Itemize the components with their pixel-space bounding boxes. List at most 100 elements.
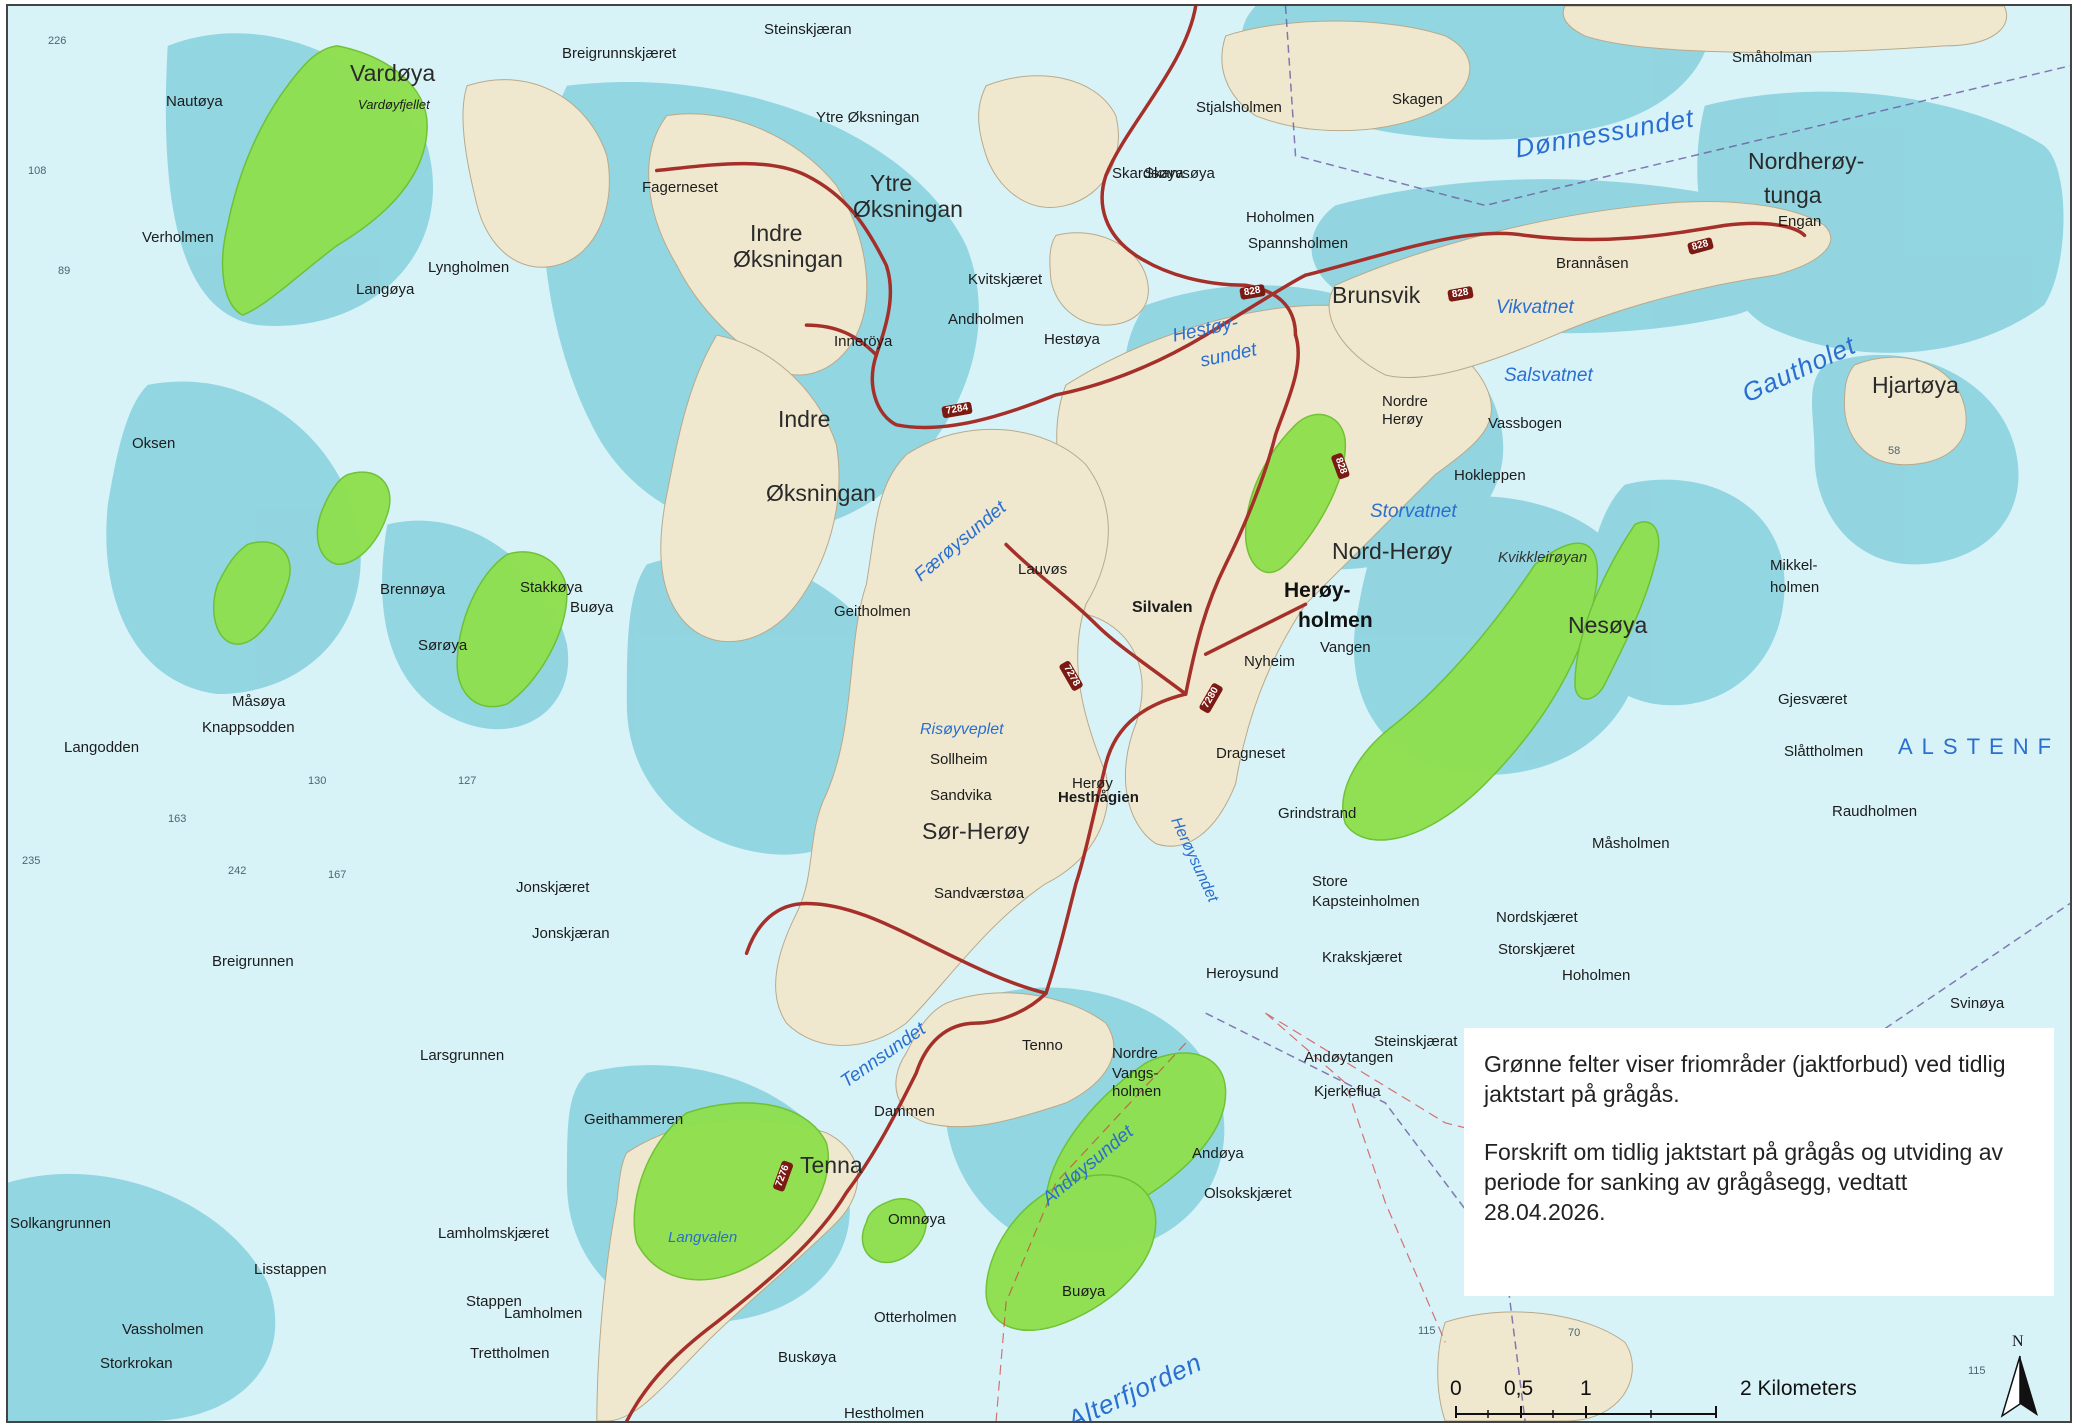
place-label: Nordherøy- (1748, 148, 1865, 174)
place-label: Nord-Herøy (1332, 538, 1453, 564)
scale-tick-label: 0,5 (1504, 1377, 1534, 1400)
place-label: Kjerkeflua (1314, 1083, 1381, 1100)
place-label: Geithammeren (584, 1111, 684, 1128)
place-label: Herøy (1072, 775, 1113, 792)
place-label: Lisstappen (254, 1261, 327, 1278)
depth-sounding: 70 (1568, 1327, 1581, 1339)
place-label: Nordre (1382, 393, 1428, 410)
place-label: Larsgrunnen (420, 1047, 505, 1064)
depth-sounding: 89 (58, 265, 71, 277)
place-label: Raudholmen (1832, 803, 1918, 820)
place-label: Måsholmen (1592, 835, 1670, 852)
place-label: Lamholmskjæret (438, 1225, 549, 1242)
place-label: Sandvika (930, 787, 992, 804)
water-label: Storvatnet (1370, 501, 1457, 522)
depth-sounding: 130 (308, 775, 327, 787)
place-label: Vardøyfjellet (358, 97, 430, 112)
place-label: Krakskjæret (1322, 949, 1403, 966)
place-label: Vassholmen (122, 1321, 204, 1338)
place-label: Sørøya (418, 637, 468, 654)
place-label: Lamholmen (504, 1305, 583, 1322)
place-label: Hesthågien (1058, 789, 1139, 806)
water-label: Risøyveplet (920, 721, 1004, 738)
place-label: Gjesværet (1778, 691, 1848, 708)
place-label: holmen (1770, 579, 1820, 596)
place-label: Heroysund (1206, 965, 1279, 982)
place-label: Engan (1778, 213, 1822, 230)
place-label: Fagerneset (642, 179, 718, 196)
depth-sounding: 115 (1968, 1365, 1986, 1377)
depth-sounding: 108 (28, 165, 47, 177)
depth-sounding: 242 (228, 865, 247, 877)
place-label: Dragneset (1216, 745, 1286, 762)
place-label: Slåttholmen (1784, 743, 1864, 760)
place-label: Store (1312, 873, 1348, 890)
place-label: Andøytangen (1304, 1049, 1394, 1066)
place-label: Herøy (1382, 411, 1423, 428)
place-label: Mikkel- (1770, 557, 1818, 574)
north-arrow-glyph (2000, 1355, 2038, 1418)
place-label: Grindstrand (1278, 805, 1357, 822)
place-label: Solkangrunnen (10, 1215, 111, 1232)
place-label: Nordre (1112, 1045, 1158, 1062)
place-label: Ytre (870, 170, 913, 196)
place-label: Nautøya (166, 93, 223, 110)
place-label: Hjartøya (1872, 372, 1959, 398)
place-label: Indre (750, 220, 803, 246)
place-label: Omnøya (888, 1211, 946, 1228)
place-label: Breigrunnskjæret (562, 45, 677, 62)
legend-text-protected: Grønne felter viser friområder (jaktforb… (1484, 1051, 2006, 1107)
land (462, 6, 2008, 1421)
place-label: Småholman (1732, 49, 1813, 66)
place-label: Olsokskjæret (1204, 1185, 1292, 1202)
place-label: Spannsholmen (1248, 235, 1349, 252)
depth-sounding: 235 (22, 855, 41, 867)
place-label: Stakkøya (520, 579, 583, 596)
place-label: Nyheim (1244, 653, 1295, 670)
place-label: Skagen (1392, 91, 1443, 108)
protected-areas (212, 45, 1660, 1332)
place-label: Jonskjæret (516, 879, 590, 896)
place-label: Indre (778, 406, 831, 432)
place-label: Hestøya (1044, 331, 1100, 348)
place-label: Tenno (1022, 1037, 1063, 1054)
place-label: Breigrunnen (212, 953, 294, 970)
place-label: Brunsvik (1332, 282, 1421, 308)
water-label: ALSTENF (1898, 734, 2061, 759)
place-label: Andholmen (948, 311, 1024, 328)
place-label: Langvalen (668, 1229, 738, 1246)
place-label: Vangen (1320, 639, 1371, 656)
place-label: Lauvøs (1018, 561, 1068, 578)
place-label: Stappen (466, 1293, 522, 1310)
place-label: Nordskjæret (1496, 909, 1578, 926)
place-label: holmen (1298, 609, 1373, 632)
place-label: Sør-Herøy (922, 818, 1030, 844)
depth-sounding: 163 (168, 813, 187, 825)
place-label: Hoholmen (1562, 967, 1631, 984)
place-label: Herøy- (1284, 579, 1351, 602)
water-label: Vikvatnet (1496, 297, 1574, 318)
place-label: Øksningan (733, 246, 843, 272)
place-label: Sandværstøa (934, 885, 1025, 902)
place-label: Svinøya (1950, 995, 2005, 1012)
place-label: Verholmen (142, 229, 214, 246)
place-label: Ytre Øksningan (816, 109, 920, 126)
place-label: holmen (1112, 1083, 1162, 1100)
place-label: tunga (1764, 182, 1822, 208)
place-label: Måsøya (232, 693, 286, 710)
place-label: Steinskjærat (1374, 1033, 1458, 1050)
map-frame[interactable]: Vardøya Vardøyfjellet Nautøya Ytre Øksni… (6, 4, 2072, 1423)
place-label: Langodden (64, 739, 140, 756)
place-label: Hestholmen (844, 1405, 925, 1422)
place-label: Brennøya (380, 581, 446, 598)
map-canvas[interactable] (8, 6, 2070, 1421)
place-label: Kvikkleirøyan (1498, 549, 1588, 566)
place-label: Inneröya (834, 333, 893, 350)
place-label: Stjalsholmen (1196, 99, 1282, 116)
place-label: Hoholmen (1246, 209, 1315, 226)
place-label: Nesøya (1568, 612, 1648, 638)
place-label: Langøya (356, 281, 415, 298)
roads (625, 6, 1807, 1421)
place-label: Sollheim (930, 751, 988, 768)
depth-sounding: 226 (48, 35, 67, 47)
